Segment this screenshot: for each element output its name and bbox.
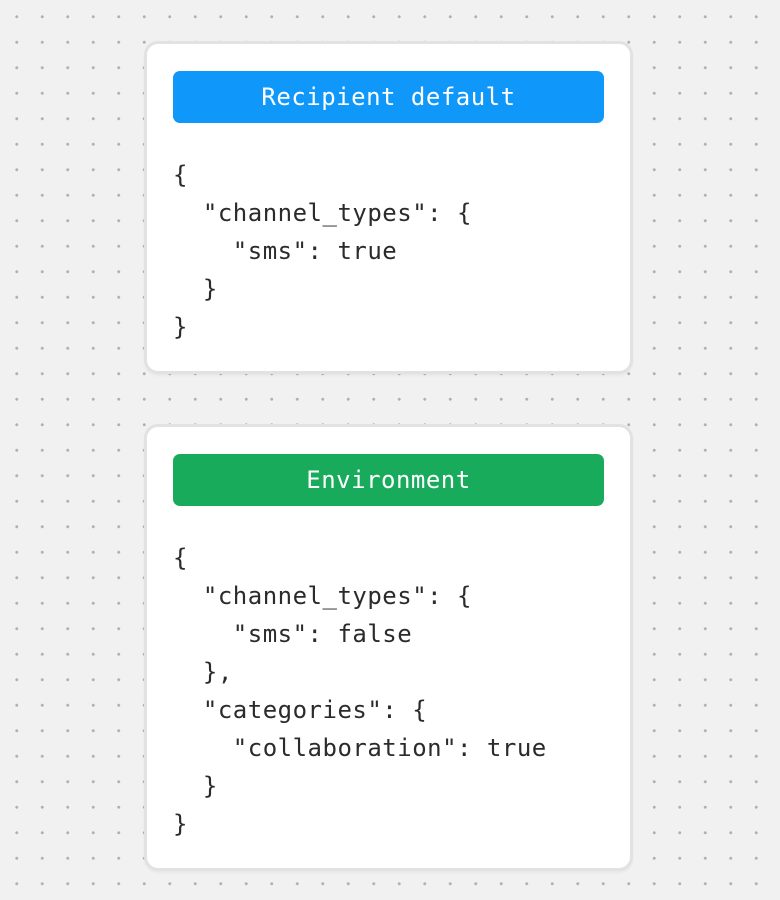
code-line: "sms": true [173,237,398,265]
code-line: }, [173,658,233,686]
code-line: } [173,313,188,341]
code-line: "channel_types": { [173,199,472,227]
code-line: { [173,161,188,189]
code-line: } [173,772,218,800]
environment-header: Environment [173,454,604,506]
code-line: } [173,275,218,303]
code-line: "channel_types": { [173,582,472,610]
recipient-default-json-code: { "channel_types": { "sms": true } } [173,156,604,346]
code-line: "sms": false [173,620,413,648]
recipient-default-card: Recipient default { "channel_types": { "… [144,41,633,374]
environment-header-label: Environment [306,466,471,494]
code-line: { [173,544,188,572]
environment-json-code: { "channel_types": { "sms": false }, "ca… [173,539,604,843]
recipient-default-header-label: Recipient default [261,83,516,111]
recipient-default-header: Recipient default [173,71,604,123]
code-line: "collaboration": true [173,734,547,762]
code-line: } [173,810,188,838]
environment-card: Environment { "channel_types": { "sms": … [144,424,633,871]
code-line: "categories": { [173,696,428,724]
